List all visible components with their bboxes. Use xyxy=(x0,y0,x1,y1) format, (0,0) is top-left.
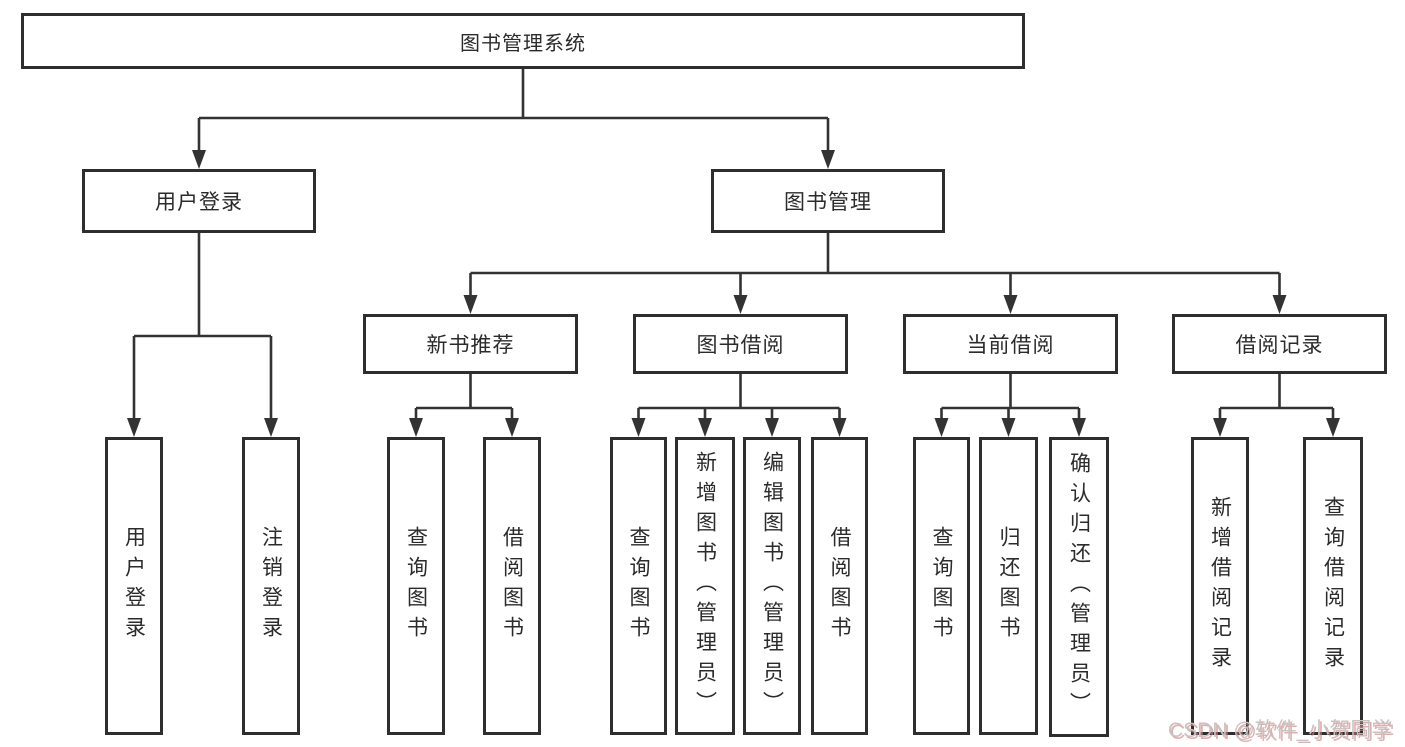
leaf-query-borrow-record-label: 查询借阅记录 xyxy=(1321,496,1345,676)
node-root-label: 图书管理系统 xyxy=(460,32,586,55)
node-new-book-recommend-label: 新书推荐 xyxy=(426,334,515,357)
node-current-borrowing-label: 当前借阅 xyxy=(966,334,1055,357)
leaf-borrow-books-label: 借阅图书 xyxy=(828,526,851,646)
leaf-add-book-admin-label: 新增图书（管理员） xyxy=(693,451,717,721)
leaf-query-borrow-record: 查询借阅记录 xyxy=(1303,437,1363,735)
leaf-add-borrow-record-label: 新增借阅记录 xyxy=(1208,496,1232,676)
leaf-user-login-label: 用户登录 xyxy=(122,526,146,646)
csdn-watermark: CSDN @软件_小贺同学 xyxy=(1168,719,1393,742)
leaf-borrow-books-recommend: 借阅图书 xyxy=(483,437,541,735)
leaf-query-books-borrow: 查询图书 xyxy=(610,437,667,735)
leaf-query-books-recommend-label: 查询图书 xyxy=(404,526,428,646)
leaf-logout: 注销登录 xyxy=(242,437,300,735)
leaf-edit-book-admin-label: 编辑图书（管理员） xyxy=(760,451,784,721)
arrowheads xyxy=(127,150,1340,437)
leaf-logout-label: 注销登录 xyxy=(259,526,283,646)
leaf-add-borrow-record: 新增借阅记录 xyxy=(1191,437,1249,735)
leaf-query-books-borrow-label: 查询图书 xyxy=(627,526,650,646)
node-book-management-label: 图书管理 xyxy=(784,191,872,214)
leaf-query-books-current-label: 查询图书 xyxy=(930,526,953,646)
node-current-borrowing: 当前借阅 xyxy=(903,314,1118,374)
node-user-login-label: 用户登录 xyxy=(155,191,243,214)
leaf-borrow-books: 借阅图书 xyxy=(811,437,868,735)
leaf-return-book-label: 归还图书 xyxy=(997,526,1020,646)
leaf-user-login: 用户登录 xyxy=(105,437,163,735)
leaf-confirm-return-admin-label: 确认归还（管理员） xyxy=(1067,452,1091,722)
node-borrowing-records-label: 借阅记录 xyxy=(1235,334,1324,357)
leaf-return-book: 归还图书 xyxy=(979,437,1038,735)
node-borrowing-records: 借阅记录 xyxy=(1172,314,1387,374)
node-book-borrowing-label: 图书借阅 xyxy=(696,334,785,357)
leaf-add-book-admin: 新增图书（管理员） xyxy=(675,437,735,735)
node-book-management: 图书管理 xyxy=(711,169,945,233)
leaf-borrow-books-recommend-label: 借阅图书 xyxy=(500,526,524,646)
node-root: 图书管理系统 xyxy=(21,13,1025,69)
leaf-query-books-recommend: 查询图书 xyxy=(387,437,445,735)
node-book-borrowing: 图书借阅 xyxy=(633,314,848,374)
node-user-login: 用户登录 xyxy=(82,169,316,233)
leaf-confirm-return-admin: 确认归还（管理员） xyxy=(1049,437,1109,737)
node-new-book-recommend: 新书推荐 xyxy=(363,314,578,374)
leaf-query-books-current: 查询图书 xyxy=(913,437,970,735)
leaf-edit-book-admin: 编辑图书（管理员） xyxy=(743,437,801,735)
